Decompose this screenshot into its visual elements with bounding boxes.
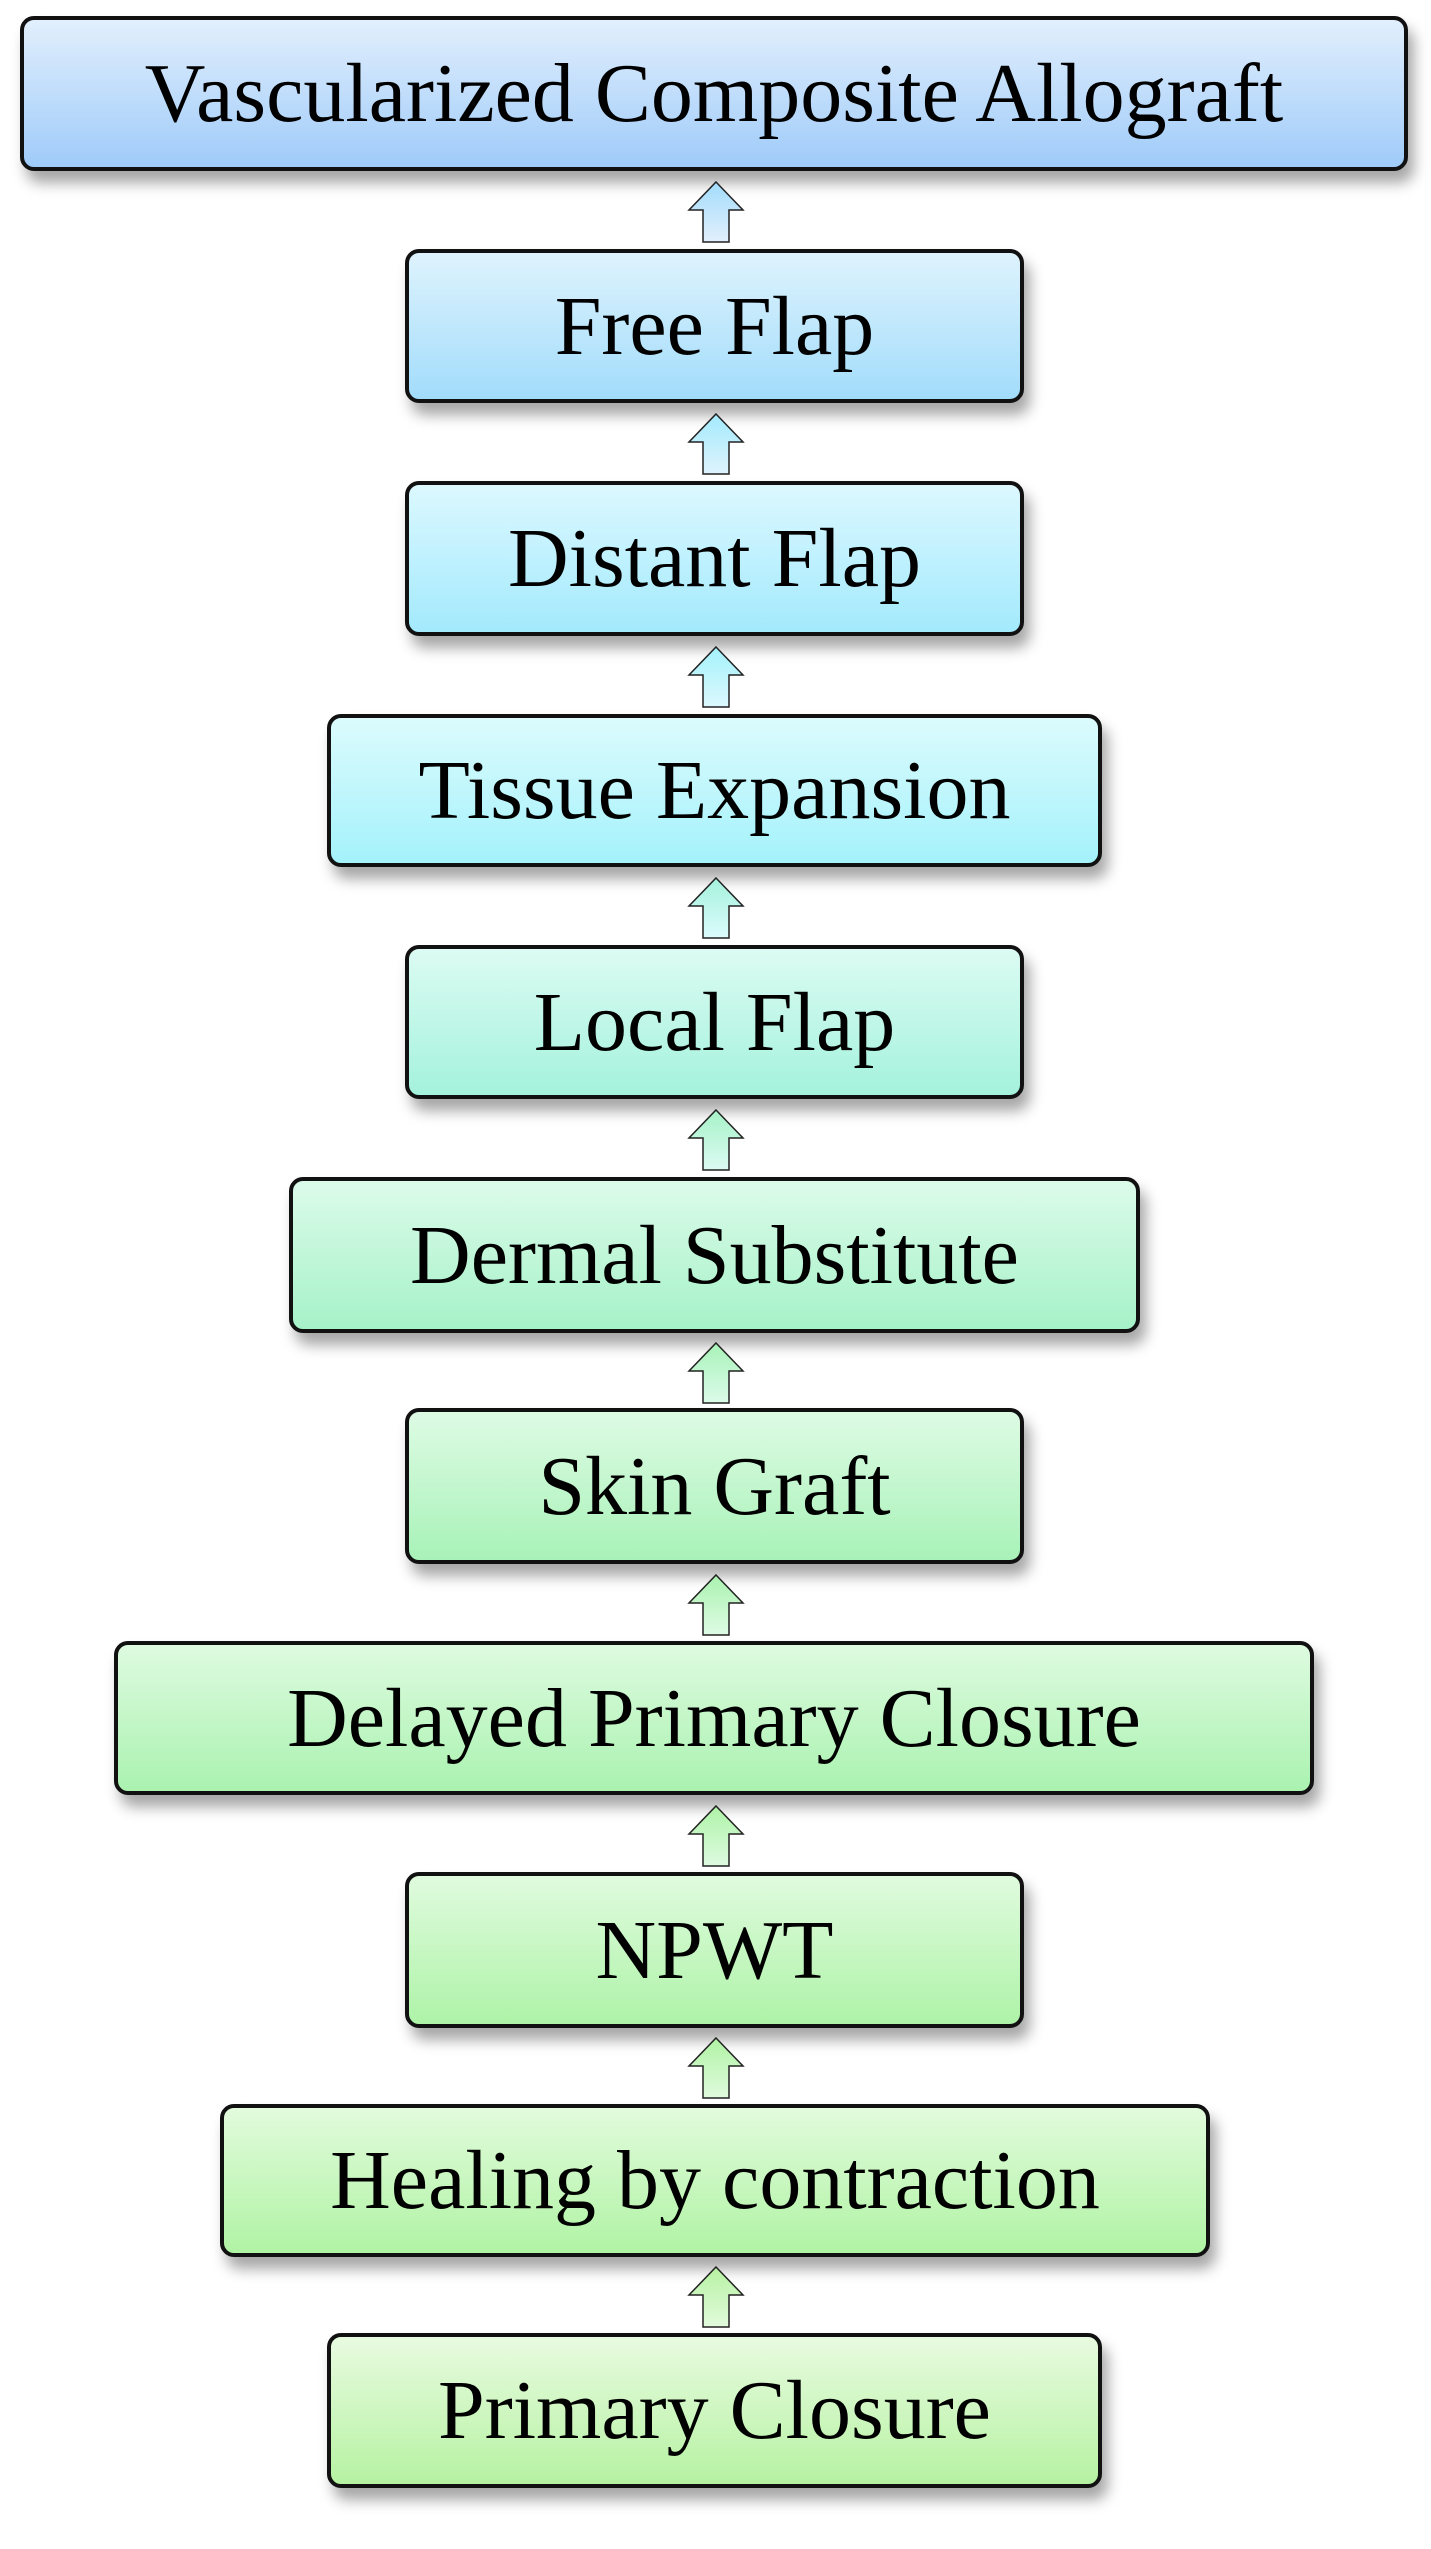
up-arrow-icon (687, 1573, 745, 1636)
ladder-step-box: Distant Flap (405, 481, 1024, 636)
ladder-step-box: Free Flap (405, 249, 1024, 403)
ladder-step-box: Primary Closure (327, 2333, 1102, 2488)
ladder-step-label: Delayed Primary Closure (287, 1671, 1141, 1765)
ladder-step-box: Tissue Expansion (327, 714, 1102, 867)
ladder-step-label: Vascularized Composite Allograft (144, 47, 1284, 140)
ladder-step-label: Distant Flap (508, 512, 921, 605)
up-arrow-icon (687, 1341, 745, 1404)
up-arrow-icon (687, 1804, 745, 1867)
up-arrow-icon (687, 180, 745, 243)
ladder-step-label: Tissue Expansion (418, 744, 1011, 837)
ladder-step-label: NPWT (595, 1903, 834, 1997)
up-arrow-icon (687, 412, 745, 475)
ladder-step-box: Vascularized Composite Allograft (20, 16, 1408, 171)
ladder-step-label: Free Flap (554, 279, 875, 373)
ladder-step-box: Local Flap (405, 945, 1024, 1099)
ladder-step-box: NPWT (405, 1872, 1024, 2028)
up-arrow-icon (687, 2036, 745, 2099)
ladder-step-box: Healing by contraction (220, 2104, 1210, 2257)
up-arrow-icon (687, 876, 745, 939)
ladder-step-label: Local Flap (533, 975, 896, 1069)
ladder-step-box: Delayed Primary Closure (114, 1641, 1314, 1795)
up-arrow-icon (687, 1108, 745, 1171)
ladder-step-label: Primary Closure (438, 2364, 991, 2457)
up-arrow-icon (687, 645, 745, 708)
ladder-step-box: Skin Graft (405, 1408, 1024, 1564)
ladder-step-label: Skin Graft (538, 1439, 891, 1533)
ladder-step-label: Dermal Substitute (410, 1208, 1019, 1302)
up-arrow-icon (687, 2265, 745, 2328)
ladder-step-box: Dermal Substitute (289, 1177, 1140, 1333)
ladder-step-label: Healing by contraction (330, 2134, 1100, 2227)
